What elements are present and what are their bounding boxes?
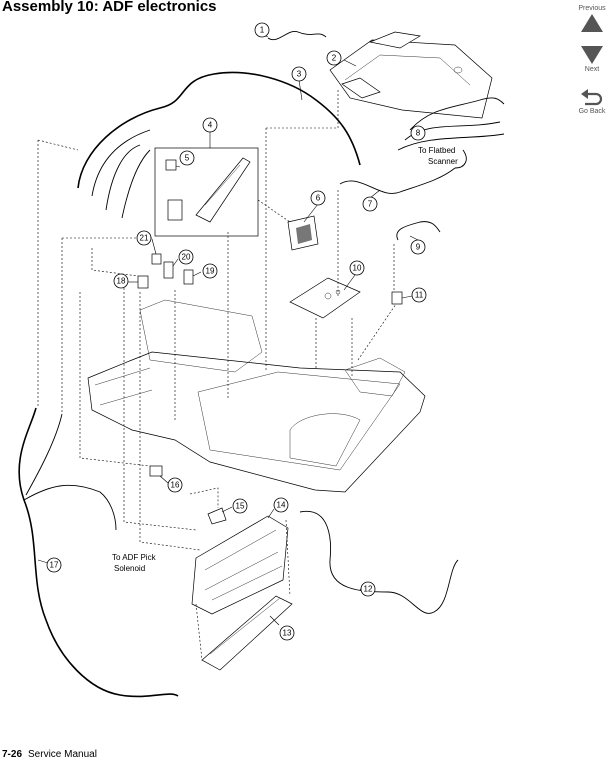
cable-17: [18, 407, 179, 698]
callout-20: 20: [178, 249, 194, 265]
part-21: [151, 253, 162, 265]
note-pick-line1: To ADF Pick: [112, 553, 157, 562]
previous-label: Previous: [578, 5, 606, 12]
up-triangle-icon: [581, 14, 603, 32]
callout-3: 3: [291, 66, 307, 82]
callout-4: 4: [202, 117, 218, 133]
connector-4: [167, 199, 183, 221]
cable-3-branch-a: [91, 129, 151, 197]
svg-text:9: 9: [416, 243, 421, 252]
svg-text:11: 11: [415, 291, 424, 300]
svg-text:10: 10: [353, 264, 362, 273]
callout-7: 7: [362, 196, 378, 212]
callout-18: 18: [113, 273, 129, 289]
callout-12: 12: [360, 581, 376, 597]
callout-17: 17: [46, 557, 62, 573]
cable-8-c: [397, 133, 505, 151]
part-16: [149, 465, 163, 477]
footer: 7-26 Service Manual: [2, 749, 97, 760]
callout-6: 6: [310, 190, 326, 206]
board-4: [195, 157, 251, 223]
cable-12: [299, 510, 459, 614]
callout-19: 19: [202, 263, 218, 279]
callout-21: 21: [136, 230, 152, 246]
cable-9: [396, 221, 441, 241]
sensor-5: [165, 159, 177, 171]
svg-text:5: 5: [185, 154, 190, 163]
cable-3-branch-c: [121, 149, 151, 219]
svg-text:2: 2: [332, 54, 337, 63]
callout-16: 16: [167, 477, 183, 493]
next-label: Next: [584, 66, 600, 73]
svg-text:16: 16: [171, 481, 180, 490]
next-button[interactable]: Next: [574, 44, 608, 73]
down-triangle-icon: [581, 46, 603, 64]
svg-text:19: 19: [206, 267, 215, 276]
callout-10: 10: [349, 260, 365, 276]
svg-text:20: 20: [182, 253, 191, 262]
svg-text:13: 13: [283, 629, 292, 638]
svg-text:17: 17: [50, 561, 59, 570]
adf-cover-part: [329, 31, 493, 119]
note-flatbed-line1: To Flatbed: [418, 146, 455, 155]
cable-17-branch-b: [25, 413, 63, 496]
footer-label: Service Manual: [28, 749, 97, 760]
cable-7-end: [454, 149, 467, 169]
page-title: Assembly 10: ADF electronics: [2, 0, 217, 15]
svg-text:14: 14: [277, 501, 286, 510]
plate-13: [201, 595, 293, 671]
cable-3: [77, 71, 361, 189]
svg-text:3: 3: [297, 70, 302, 79]
adf-base-frame: [87, 299, 426, 493]
callout-5: 5: [179, 150, 195, 166]
callout-13: 13: [279, 625, 295, 641]
cable-3-branch-b: [105, 144, 141, 211]
cable-1: [267, 30, 327, 41]
cable-17-branch: [23, 484, 117, 531]
note-flatbed-line2: Scanner: [428, 157, 458, 166]
footer-page-number: 7-26: [2, 749, 23, 760]
callout-9: 9: [410, 239, 426, 255]
callout-1: 1: [254, 22, 270, 38]
svg-text:6: 6: [316, 194, 321, 203]
callout-15: 15: [232, 498, 248, 514]
note-pick-line2: Solenoid: [114, 564, 145, 573]
svg-text:7: 7: [368, 200, 373, 209]
part-19: [183, 269, 194, 285]
return-arrow-icon: [581, 89, 603, 106]
svg-text:4: 4: [208, 121, 213, 130]
svg-text:21: 21: [140, 234, 149, 243]
svg-text:12: 12: [364, 585, 373, 594]
part-20: [163, 261, 174, 279]
svg-text:15: 15: [236, 502, 245, 511]
callout-8: 8: [410, 125, 426, 141]
callout-11: 11: [411, 287, 427, 303]
cable-8: [409, 97, 505, 131]
cable-7: [339, 167, 456, 194]
svg-text:18: 18: [117, 277, 126, 286]
svg-text:8: 8: [416, 129, 421, 138]
svg-text:1: 1: [260, 26, 265, 35]
part-15: [207, 507, 227, 525]
part-18: [137, 275, 149, 289]
callout-2: 2: [326, 50, 342, 66]
go-back-button[interactable]: Go Back: [574, 88, 608, 115]
previous-button[interactable]: Previous: [574, 5, 608, 34]
board-10: [289, 277, 361, 319]
callout-14: 14: [273, 497, 289, 513]
go-back-label: Go Back: [578, 108, 606, 115]
pick-assembly-14: [191, 515, 289, 615]
connector-11: [391, 291, 403, 305]
